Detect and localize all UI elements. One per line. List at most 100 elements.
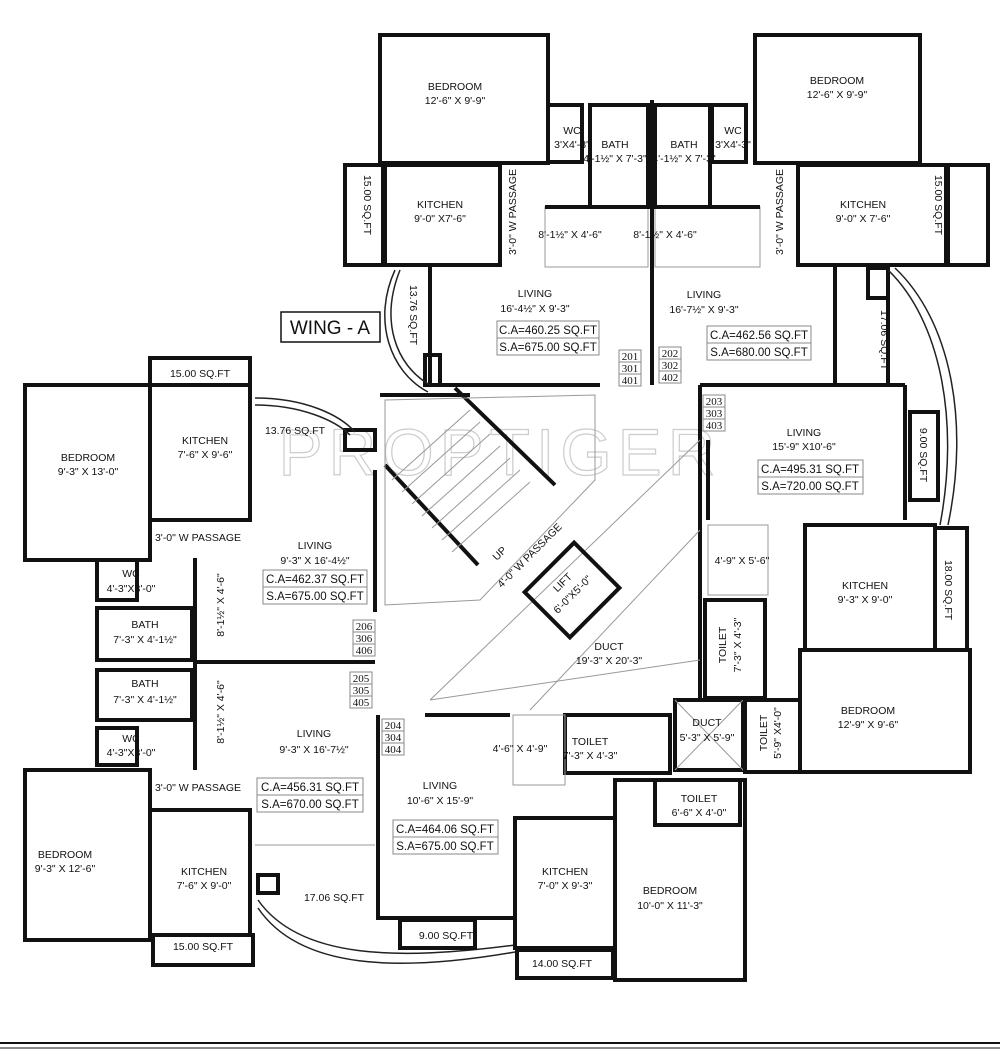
lobby-size: 8'-1½" X 4'-6" [538,229,602,241]
flat-number-stack-204: 204 304 404 [381,718,405,756]
room-name: BEDROOM [643,885,697,897]
room-size: 9'-0" X 7'-6" [836,213,891,225]
room-name: LIVING [518,288,552,300]
lobby-size: 8'-1½" X 4'-6" [215,680,227,744]
room-size: 3'X4'-3" [554,139,590,151]
room-name: KITCHEN [417,199,463,211]
room-name: KITCHEN [842,580,888,592]
flat-number: 406 [356,645,373,657]
flat-number: 301 [622,363,639,375]
room-size: 4'-3"X3'-0" [107,583,156,595]
flat-number-stack-205: 205 305 405 [349,671,373,709]
area-boxes: C.A=460.25 SQ.FT S.A=675.00 SQ.FT C.A=46… [256,320,864,855]
carpet-area: C.A=460.25 SQ.FT [499,325,597,337]
flat-number: 302 [662,360,679,372]
saleable-area: S.A=670.00 SQ.FT [261,799,358,811]
passage-label: 3'-0" W PASSAGE [507,169,519,255]
room-size: 12'-6" X 9'-9" [807,89,868,101]
saleable-area: S.A=680.00 SQ.FT [710,347,807,359]
balcony-area: 15.00 SQ.FT [173,941,234,953]
flat-number-stack-203: 203 303 403 [702,394,726,432]
room-name: TOILET [758,714,770,751]
passage-label: 3'-0" W PASSAGE [155,532,241,544]
flat-number: 303 [706,408,723,420]
room-size: 16'-4½" X 9'-3" [500,303,570,315]
room-size: 4'-1½" X 7'-3" [652,153,716,165]
carpet-area: C.A=495.31 SQ.FT [761,464,859,476]
room-name: KITCHEN [182,435,228,447]
room-name: KITCHEN [181,866,227,878]
stair-treads [391,409,531,553]
room-size: 7'-6" X 9'-6" [178,449,233,461]
room-name: BEDROOM [428,81,482,93]
flat-number-stack-202: 202 302 402 [658,346,682,384]
flat-number: 306 [356,633,373,645]
room-size: 7'-3" X 4'-3" [563,750,618,762]
room-name: LIVING [297,728,331,740]
room-name: BEDROOM [841,705,895,717]
room-name: BATH [131,678,158,690]
balcony-area: 15.00 SQ.FT [361,175,373,236]
carpet-area: C.A=456.31 SQ.FT [261,782,359,794]
flat-number: 304 [385,732,402,744]
room-name: TOILET [717,626,729,663]
room-size: 4'-3"X3'-0" [107,747,156,759]
flat-number: 204 [385,720,402,732]
room-size: 10'-6" X 15'-9" [407,795,474,807]
flat-number-stack-206: 206 306 406 [352,619,376,657]
flat-numbers: 201 301 401 202 302 402 203 303 403 204 … [349,346,726,756]
room-name: KITCHEN [840,199,886,211]
room-name: LIVING [687,289,721,301]
flat-number: 402 [662,372,679,384]
room-size: 12'-9" X 9'-6" [838,719,899,731]
room-name: BEDROOM [38,849,92,861]
balcony-area: 13.76 SQ.FT [265,425,326,437]
room-size: 12'-6" X 9'-9" [425,95,486,107]
flat-number: 202 [662,348,679,360]
room-size: 9'-0" X7'-6" [414,213,466,225]
room-name: WC [122,733,140,745]
balcony-area: 17.06 SQ.FT [304,892,365,904]
room-size: 7'-6" X 9'-0" [177,880,232,892]
room-size: 9'-3" X 13'-0" [58,466,119,478]
room-name: LIVING [423,780,457,792]
saleable-area: S.A=675.00 SQ.FT [396,841,493,853]
room-name: BATH [601,139,628,151]
room-size: 9'-3" X 16'-7½" [279,744,349,756]
room-name: BATH [131,619,158,631]
saleable-area: S.A=675.00 SQ.FT [499,342,596,354]
flat-number: 206 [356,621,373,633]
balcony-area: 9.00 SQ.FT [917,428,929,483]
room-name: BEDROOM [61,452,115,464]
lobby-size: 4'-6" X 4'-9" [493,743,548,755]
flat-number: 405 [353,697,370,709]
balcony-area: 9.00 SQ.FT [419,930,474,942]
carpet-area: C.A=462.56 SQ.FT [710,330,808,342]
balcony-labels: 15.00 SQ.FT 15.00 SQ.FT 13.76 SQ.FT 17.0… [170,175,954,970]
room-size: 7'-3" X 4'-1½" [113,694,177,706]
room-size: 7'-3" X 4'-3" [732,617,744,672]
room-size: 4'-1½" X 7'-3" [583,153,647,165]
room-size: 9'-3" X 12'-6" [35,863,96,875]
room-size: 16'-7½" X 9'-3" [669,304,739,316]
room-size: 3'X4'-3" [715,139,751,151]
lobby-size: 8'-1½" X 4'-6" [633,229,697,241]
room-name: DUCT [692,717,722,729]
passage-label: 3'-0" W PASSAGE [155,782,241,794]
flat-number-stack-201: 201 301 401 [618,349,642,387]
balcony-area: 14.00 SQ.FT [532,958,593,970]
flat-number: 403 [706,420,723,432]
carpet-area: C.A=462.37 SQ.FT [266,574,364,586]
room-name: BATH [670,139,697,151]
room-name: LIVING [787,427,821,439]
flat-number: 203 [706,396,723,408]
room-name: BEDROOM [810,75,864,87]
stair-up-label: UP [490,544,509,563]
wing-label-box [280,311,381,343]
room-size: 5'-9" X4'-0" [772,707,784,759]
flat-number: 201 [622,351,639,363]
balcony-area: 13.76 SQ.FT [407,285,419,346]
balcony-area: 15.00 SQ.FT [932,175,944,236]
room-name: TOILET [572,736,609,748]
room-size: 15'-9" X10'-6" [772,441,836,453]
